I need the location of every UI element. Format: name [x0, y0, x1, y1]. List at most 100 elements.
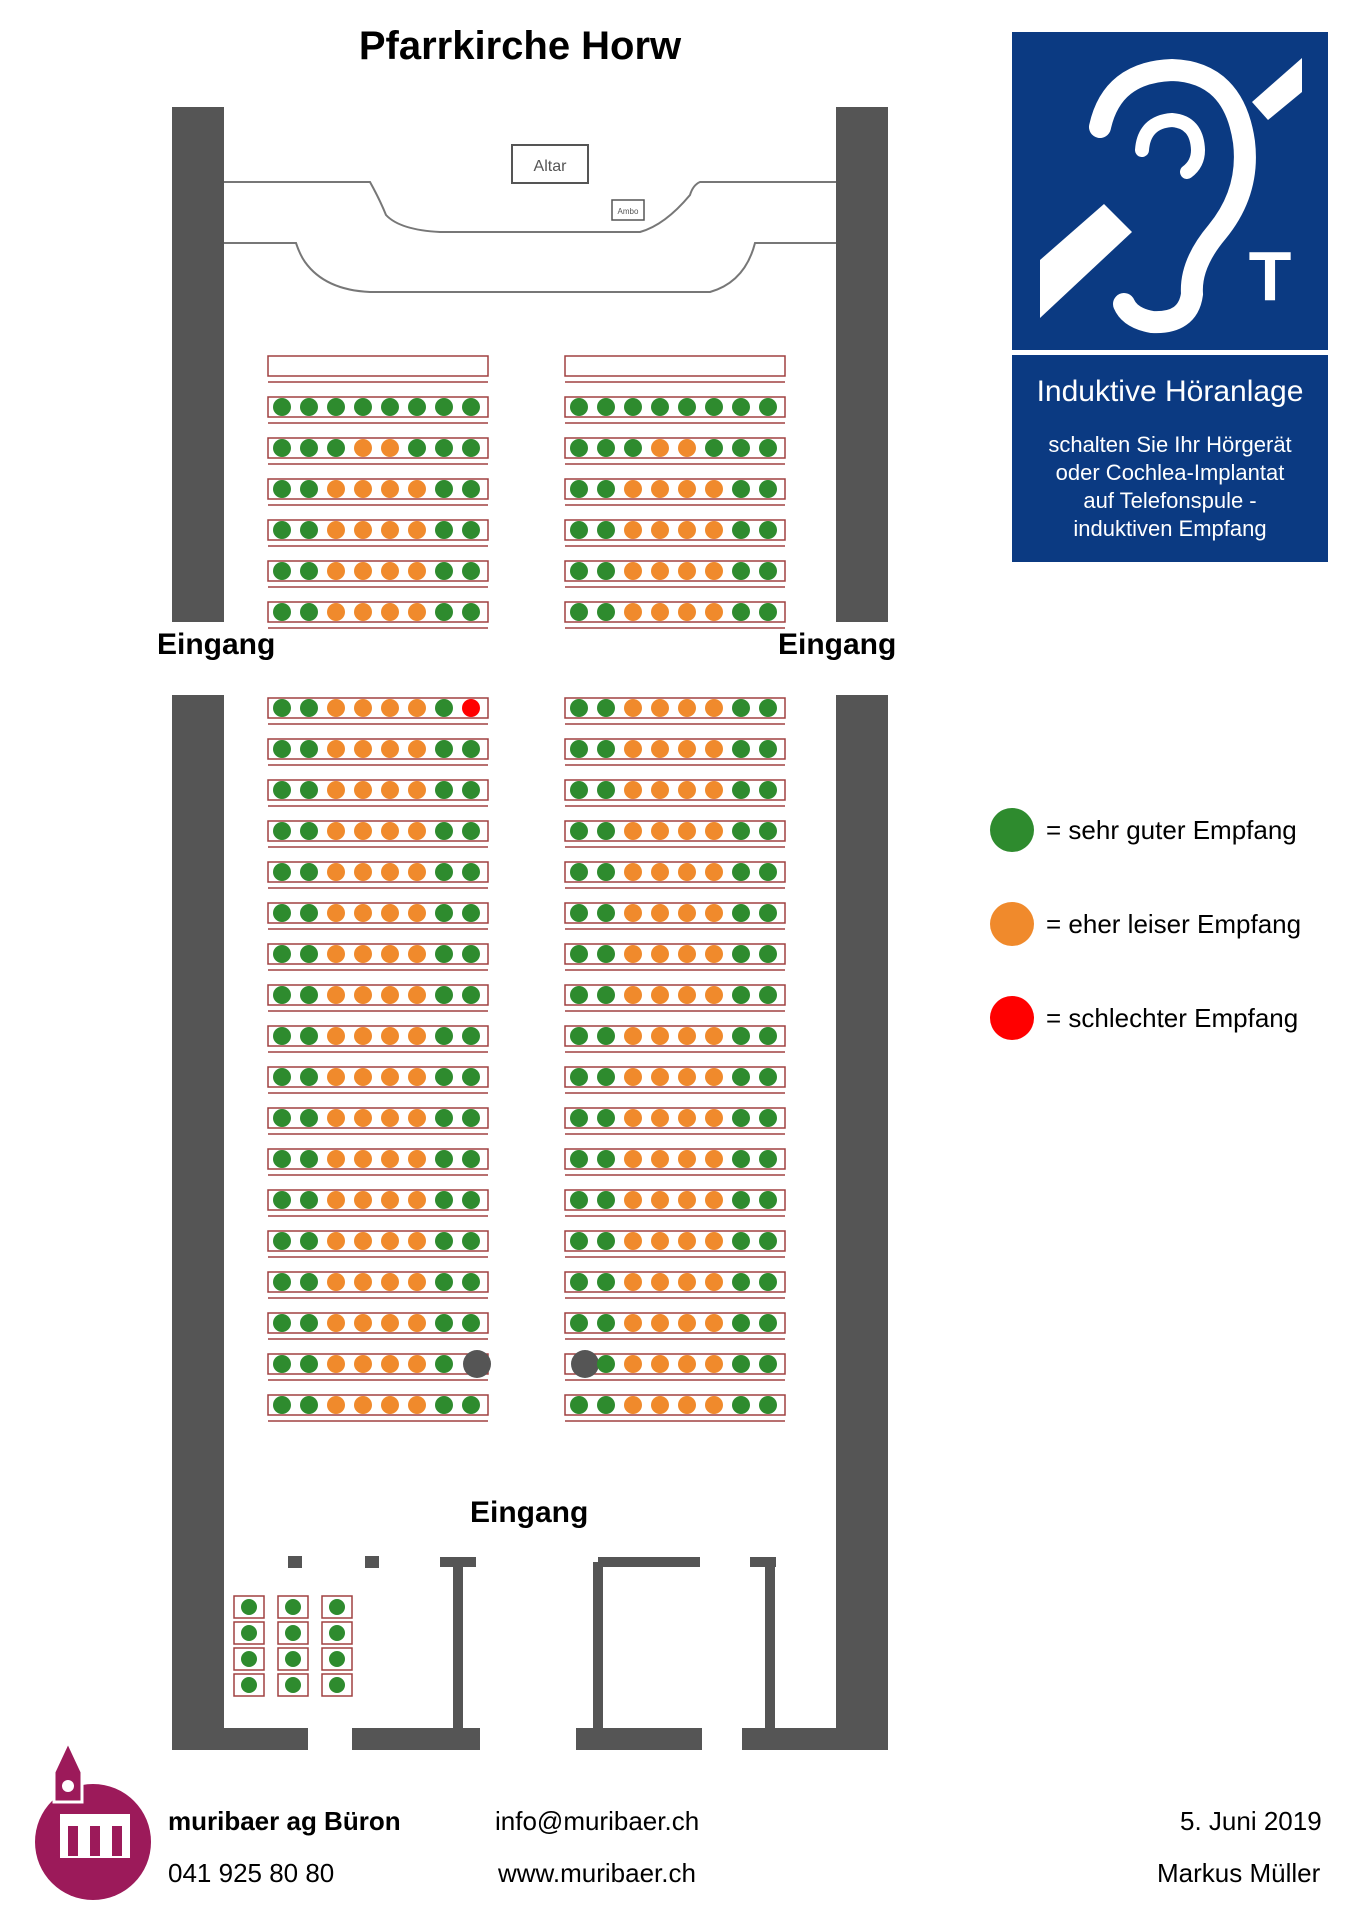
seat-g: [759, 986, 777, 1004]
seat-g: [300, 521, 318, 539]
seat-g: [732, 398, 750, 416]
seat-g: [570, 740, 588, 758]
seat-g: [732, 1273, 750, 1291]
seat-g: [597, 1232, 615, 1250]
seat-o: [705, 1355, 723, 1373]
seat-g: [462, 1273, 480, 1291]
seat-g: [624, 398, 642, 416]
rear-right-pew: [564, 984, 786, 1006]
footer-email[interactable]: info@muribaer.ch: [495, 1806, 700, 1836]
seat-o: [705, 1027, 723, 1045]
seat-g: [462, 740, 480, 758]
front-left-pew: [267, 355, 489, 377]
seat-o: [327, 781, 345, 799]
seat-o: [408, 986, 426, 1004]
seat-g: [241, 1651, 257, 1667]
seat-o: [624, 1314, 642, 1332]
seat-o: [624, 781, 642, 799]
seat-g: [597, 945, 615, 963]
seat-g: [462, 439, 480, 457]
seat-o: [408, 1273, 426, 1291]
seat-o: [651, 1068, 669, 1086]
seat-g: [732, 945, 750, 963]
seat-o: [705, 1232, 723, 1250]
seat-o: [381, 1232, 399, 1250]
seat-o: [354, 1068, 372, 1086]
rear-right-pew: [564, 902, 786, 924]
rear-left-pew: [267, 984, 489, 1006]
chancel-step-upper: [224, 181, 836, 233]
seat-g: [300, 603, 318, 621]
wall-bottom-mid2: [576, 1728, 702, 1750]
seat-g: [241, 1599, 257, 1615]
seat-g: [300, 781, 318, 799]
seat-g: [759, 1232, 777, 1250]
seat-g: [759, 1068, 777, 1086]
seat-o: [381, 945, 399, 963]
seat-o: [408, 521, 426, 539]
seat-o: [408, 1396, 426, 1414]
seat-g: [651, 398, 669, 416]
rear-right-pew: [564, 1230, 786, 1252]
seat-o: [354, 480, 372, 498]
footer-web[interactable]: www.muribaer.ch: [498, 1858, 696, 1888]
seat-o: [381, 699, 399, 717]
front-right-pew: [564, 396, 786, 418]
seat-o: [678, 562, 696, 580]
seat-g: [732, 904, 750, 922]
seat-o: [354, 562, 372, 580]
seat-g: [273, 562, 291, 580]
seat-g: [462, 822, 480, 840]
seat-o: [651, 1150, 669, 1168]
seat-o: [354, 904, 372, 922]
seat-o: [354, 986, 372, 1004]
rear-right-pew: [564, 779, 786, 801]
legend-label: = eher leiser Empfang: [1046, 908, 1302, 939]
seat-g: [273, 1232, 291, 1250]
seat-o: [327, 1191, 345, 1209]
seat-o: [327, 1027, 345, 1045]
seat-g: [732, 863, 750, 881]
rear-left-pew: [267, 779, 489, 801]
seat-o: [651, 781, 669, 799]
seat-g: [732, 1027, 750, 1045]
seat-o: [624, 1396, 642, 1414]
church-logo-icon: [35, 1742, 151, 1900]
seat-o: [327, 1109, 345, 1127]
seat-g: [759, 1314, 777, 1332]
seat-o: [408, 1314, 426, 1332]
seat-g: [597, 1109, 615, 1127]
seat-o: [678, 1191, 696, 1209]
seat-o: [381, 1150, 399, 1168]
altar: [511, 144, 589, 184]
telecoil-letter: T: [1249, 237, 1292, 315]
seat-g: [732, 1150, 750, 1168]
seat-o: [381, 562, 399, 580]
seat-g: [329, 1599, 345, 1615]
seat-g: [570, 781, 588, 799]
page-title: Pfarrkirche Horw: [358, 24, 682, 68]
seat-g: [327, 398, 345, 416]
seat-g: [759, 562, 777, 580]
seat-r: [462, 699, 480, 717]
seat-g: [597, 1273, 615, 1291]
seat-g: [732, 439, 750, 457]
seat-o: [327, 562, 345, 580]
rear-right-pew: [564, 738, 786, 760]
seat-g: [435, 863, 453, 881]
seat-o: [381, 480, 399, 498]
rear-left-pew: [267, 1066, 489, 1088]
seat-g: [624, 439, 642, 457]
seat-g: [597, 740, 615, 758]
rear-left-pew: [267, 1230, 489, 1252]
seat-o: [651, 1191, 669, 1209]
seat-g: [327, 439, 345, 457]
seat-o: [705, 1396, 723, 1414]
seat-o: [327, 1273, 345, 1291]
legend-item-good: = sehr guter Empfang: [990, 808, 1297, 852]
front-left-pew: [267, 437, 489, 459]
seat-o: [381, 1027, 399, 1045]
seat-o: [705, 480, 723, 498]
seat-g: [597, 863, 615, 881]
seat-g: [759, 822, 777, 840]
